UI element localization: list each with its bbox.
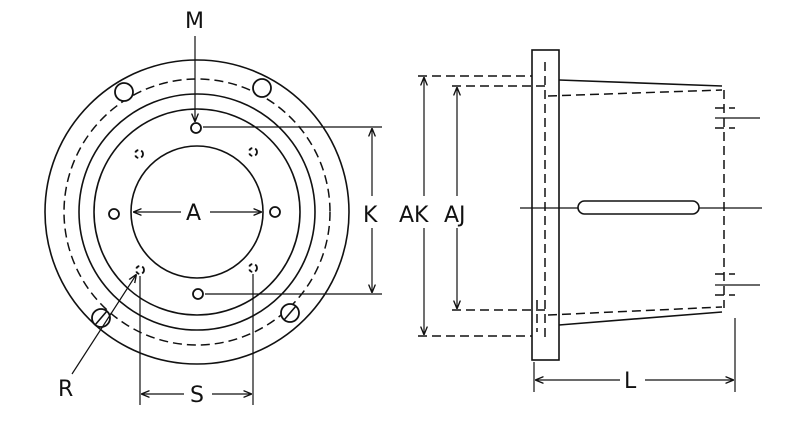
tapped-hole-right (269, 206, 281, 218)
mount-hole-top-right (252, 78, 272, 98)
tapped-hole-left (108, 208, 120, 220)
body-hidden-top (547, 89, 723, 97)
tapped-hole-upper-left (134, 149, 144, 159)
side-view: AK AJ L (399, 49, 762, 394)
tapped-hole-m-bottom (192, 288, 204, 300)
keyway-slot (577, 200, 700, 215)
label-l: L (624, 369, 637, 394)
body-bottom-edge (558, 311, 723, 326)
front-view: A M K R S (44, 9, 382, 408)
mount-hole-top-left (114, 82, 134, 102)
label-s: S (190, 383, 204, 408)
body-hidden-bottom (547, 306, 723, 316)
bolt-circle-dashed (63, 78, 331, 346)
pilot-circle-inner (93, 108, 301, 316)
tapped-hole-upper-right (248, 147, 258, 157)
outer-flange-circle (44, 59, 350, 365)
tapped-hole-lower-right (248, 263, 258, 273)
label-aj: AJ (444, 203, 466, 228)
mount-hole-hatch (94, 310, 108, 326)
label-a: A (186, 201, 201, 226)
label-ak: AK (399, 203, 429, 228)
leader-r (71, 275, 136, 375)
bore-circle-a (130, 145, 264, 279)
label-r: R (58, 377, 73, 402)
tapped-hole-m-top (190, 122, 202, 134)
label-k: K (363, 203, 378, 228)
label-m: M (185, 9, 204, 34)
body-top-edge (558, 79, 723, 87)
mount-hole-hatch (283, 305, 297, 321)
pilot-circle-outer (78, 93, 316, 331)
tapped-hole-lower-left (135, 265, 145, 275)
flange-plate (531, 49, 560, 361)
